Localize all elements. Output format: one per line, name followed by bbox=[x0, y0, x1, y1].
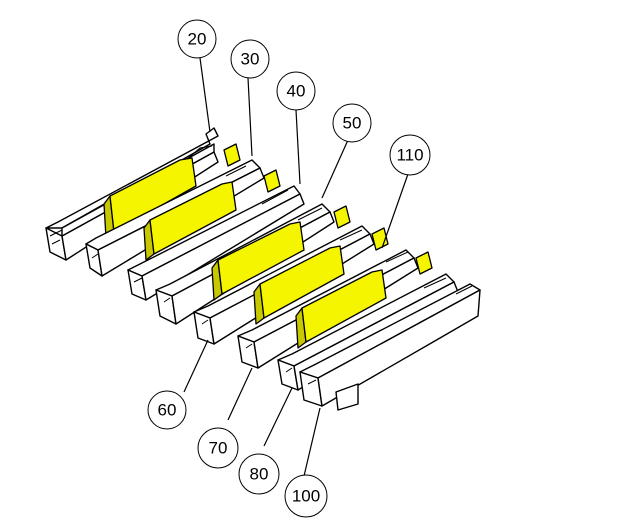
callout-label: 30 bbox=[241, 50, 260, 69]
callout-label: 80 bbox=[250, 465, 269, 484]
callout-label: 70 bbox=[209, 439, 228, 458]
part-70-insert bbox=[295, 251, 433, 349]
callout-label: 60 bbox=[158, 401, 177, 420]
callout-70: 70 bbox=[197, 427, 239, 469]
callout-50: 50 bbox=[332, 103, 372, 143]
callout-20: 20 bbox=[177, 19, 217, 59]
leader-lines bbox=[183, 57, 409, 477]
callout-circle bbox=[197, 427, 239, 469]
callout-80: 80 bbox=[238, 453, 280, 495]
callout-label: 20 bbox=[188, 30, 207, 49]
callout-60: 60 bbox=[147, 390, 187, 430]
callout-label: 110 bbox=[396, 146, 423, 165]
callout-30: 30 bbox=[230, 39, 270, 79]
callout-40: 40 bbox=[276, 71, 316, 111]
part-60-insert bbox=[253, 227, 389, 325]
callout-label: 50 bbox=[343, 114, 362, 133]
callout-circle bbox=[147, 390, 187, 430]
callout-circle bbox=[230, 39, 270, 79]
callout-100: 100 bbox=[284, 474, 328, 518]
callout-circle bbox=[284, 474, 328, 518]
part-30-insert bbox=[143, 169, 281, 261]
part-40-block bbox=[127, 185, 305, 301]
callout-circle bbox=[238, 453, 280, 495]
callout-circle bbox=[276, 71, 316, 111]
callout-label: 40 bbox=[287, 82, 306, 101]
callout-circle bbox=[177, 19, 217, 59]
callout-circle bbox=[389, 134, 431, 176]
callout-110: 110 bbox=[389, 134, 431, 176]
callout-circle bbox=[332, 103, 372, 143]
part-100-block bbox=[299, 283, 481, 411]
part-50-insert bbox=[211, 205, 351, 301]
callout-label: 100 bbox=[292, 487, 320, 506]
